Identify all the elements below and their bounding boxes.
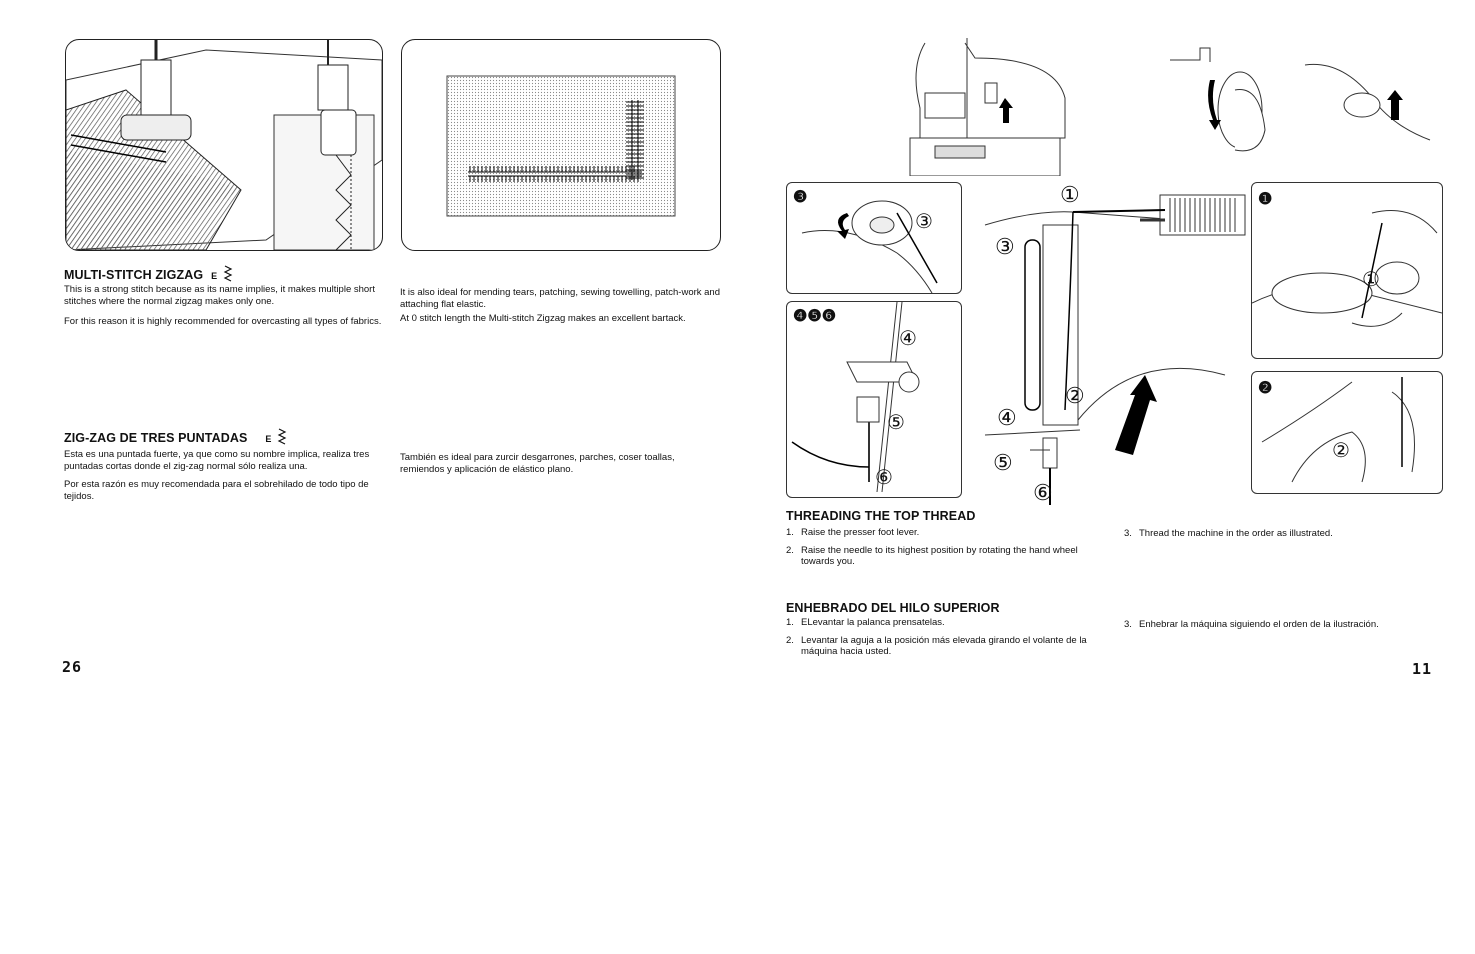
machine-overview-illustration bbox=[909, 38, 1066, 176]
spanish-paragraph-1: Esta es una puntada fuerte, ya que como … bbox=[64, 449, 370, 472]
threading-path-diagram bbox=[984, 194, 1246, 505]
center-circled-5: ⑤ bbox=[993, 450, 1013, 475]
step-1: 1. Raise the presser foot lever. bbox=[786, 527, 1106, 539]
step-456-detail-box: ❹❺❻ ④ ⑤ ⑥ bbox=[786, 301, 962, 498]
stitch-mark-e: E bbox=[265, 434, 272, 444]
english-paragraph-1: This is a strong stitch because as its n… bbox=[64, 284, 375, 307]
circled-5: ⑤ bbox=[887, 412, 905, 434]
spanish-steps-list-right: 3. Enhebrar la máquina siguiendo el orden… bbox=[1124, 619, 1444, 637]
step-number: 2. bbox=[786, 634, 794, 646]
spanish-steps-list-left: 1. ELevantar la palanca prensatelas. 2. Le… bbox=[786, 617, 1106, 664]
step-2: 2. Levantar la aguja a la posición más el… bbox=[786, 635, 1106, 658]
sewing-illustration-frame bbox=[65, 39, 383, 251]
title-text: ZIG-ZAG DE TRES PUNTADAS bbox=[64, 431, 248, 445]
circled-1-black: ❶ bbox=[1258, 191, 1273, 208]
step-number: 1. bbox=[786, 527, 794, 538]
step-number: 3. bbox=[1124, 528, 1132, 539]
step-text: Raise the needle to its highest position… bbox=[801, 544, 1078, 568]
page-number-left: 26 bbox=[62, 658, 83, 676]
step-number: 1. bbox=[786, 617, 794, 628]
zigzag-stitch-icon bbox=[223, 265, 233, 282]
circled-3-black: ❸ bbox=[793, 189, 808, 206]
circled-456-black: ❹❺❻ bbox=[793, 308, 837, 325]
fabric-sample-frame bbox=[401, 39, 721, 251]
thread-take-up-illustration bbox=[1252, 210, 1442, 327]
center-circled-3: ③ bbox=[995, 234, 1015, 259]
spanish-paragraph-3: También es ideal para zurcir desgarrones… bbox=[400, 452, 675, 475]
step-3: 3. Thread the machine in the order as ill… bbox=[1124, 528, 1444, 540]
circled-1: ① bbox=[1362, 269, 1380, 291]
center-circled-4: ④ bbox=[997, 405, 1017, 430]
step-text: Levantar la aguja a la posición más elev… bbox=[801, 634, 1087, 658]
enhebrado-hilo-superior-title: ENHEBRADO DEL HILO SUPERIOR bbox=[786, 601, 1000, 615]
needle-bar-illustration bbox=[791, 302, 920, 493]
step-3-detail-box: ❸ ③ bbox=[786, 182, 962, 294]
fabric-sample-illustration bbox=[446, 75, 676, 217]
step-1: 1. ELevantar la palanca prensatelas. bbox=[786, 617, 1106, 629]
english-steps-list-right: 3. Thread the machine in the order as ill… bbox=[1124, 528, 1444, 546]
thread-guide-illustration bbox=[801, 200, 938, 293]
english-steps-list-left: 1. Raise the presser foot lever. 2. Raise … bbox=[786, 527, 1106, 574]
english-paragraph-4: At 0 stitch length the Multi-stitch Zigz… bbox=[400, 313, 686, 324]
circled-2-black: ❷ bbox=[1258, 380, 1273, 397]
center-circled-6: ⑥ bbox=[1033, 480, 1053, 505]
english-paragraph-3: It is also ideal for mending tears, patc… bbox=[400, 287, 721, 310]
step-text: Thread the machine in the order as illus… bbox=[1139, 528, 1333, 539]
stitch-mark-e: E bbox=[211, 271, 218, 281]
zigzag-stitch-icon bbox=[277, 428, 287, 445]
presser-lever-illustration bbox=[1304, 63, 1431, 141]
page-number-right: 11 bbox=[1412, 660, 1433, 678]
step-text: ELevantar la palanca prensatelas. bbox=[801, 617, 945, 628]
spanish-paragraph-2: Por esta razón es muy recomendada para e… bbox=[64, 479, 369, 502]
step-number: 2. bbox=[786, 544, 794, 556]
multi-stitch-zigzag-title: MULTI-STITCH ZIGZAG E bbox=[64, 265, 233, 283]
step-2: 2. Raise the needle to its highest positi… bbox=[786, 545, 1106, 568]
center-circled-1: ① bbox=[1060, 182, 1080, 207]
thread-guide-2-illustration bbox=[1261, 377, 1415, 483]
center-circled-2: ② bbox=[1065, 383, 1085, 408]
hand-wheel-illustration bbox=[1170, 47, 1266, 152]
circled-3: ③ bbox=[915, 211, 933, 233]
step-text: Raise the presser foot lever. bbox=[801, 527, 920, 538]
circled-6: ⑥ bbox=[875, 467, 893, 489]
english-paragraph-2: For this reason it is highly recommended… bbox=[64, 316, 382, 327]
circled-4: ④ bbox=[899, 328, 917, 350]
step-3: 3. Enhebrar la máquina siguiendo el orden… bbox=[1124, 619, 1444, 631]
circled-2: ② bbox=[1332, 440, 1350, 462]
threading-top-thread-title: THREADING THE TOP THREAD bbox=[786, 509, 976, 523]
zig-zag-tres-puntadas-title: ZIG-ZAG DE TRES PUNTADAS E bbox=[64, 428, 287, 446]
step-1-detail-box: ❶ ① bbox=[1251, 182, 1443, 359]
step-text: Enhebrar la máquina siguiendo el orden d… bbox=[1139, 619, 1379, 630]
step-number: 3. bbox=[1124, 619, 1132, 630]
title-text: MULTI-STITCH ZIGZAG bbox=[64, 268, 204, 282]
step-2-detail-box: ❷ ② bbox=[1251, 371, 1443, 494]
presser-foot-illustration bbox=[66, 40, 382, 250]
